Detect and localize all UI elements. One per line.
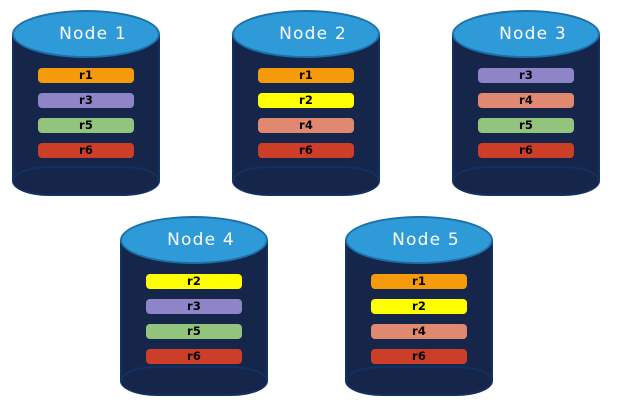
replica-bar[interactable]: r6 (258, 143, 354, 158)
replica-bar[interactable]: r2 (146, 274, 242, 289)
cylinder-top (12, 10, 160, 58)
cylinder-top (345, 216, 493, 264)
replica-bar[interactable]: r6 (146, 349, 242, 364)
node-cylinder[interactable]: Node 1 r1 r3 r5 r6 (12, 10, 160, 196)
replica-stack: r2 r3 r5 r6 (146, 274, 242, 364)
replica-bar[interactable]: r1 (258, 68, 354, 83)
replica-bar[interactable]: r2 (371, 299, 467, 314)
replica-stack: r1 r2 r4 r6 (258, 68, 354, 158)
node-label: Node 4 (167, 230, 235, 250)
replica-bar[interactable]: r4 (478, 93, 574, 108)
node-label: Node 3 (499, 24, 567, 44)
replica-bar[interactable]: r3 (38, 93, 134, 108)
cylinder-bottom (12, 166, 160, 196)
replica-bar[interactable]: r5 (146, 324, 242, 339)
node-label: Node 5 (392, 230, 460, 250)
cylinder-bottom (120, 366, 268, 396)
replica-bar[interactable]: r5 (38, 118, 134, 133)
cylinder-top (452, 10, 600, 58)
replica-stack: r1 r3 r5 r6 (38, 68, 134, 158)
replica-bar[interactable]: r1 (371, 274, 467, 289)
node-label: Node 1 (59, 24, 127, 44)
replica-bar[interactable]: r4 (258, 118, 354, 133)
replica-bar[interactable]: r6 (371, 349, 467, 364)
cylinder-bottom (345, 366, 493, 396)
replica-bar[interactable]: r4 (371, 324, 467, 339)
replica-bar[interactable]: r1 (38, 68, 134, 83)
replica-bar[interactable]: r3 (478, 68, 574, 83)
node-cylinder[interactable]: Node 5 r1 r2 r4 r6 (345, 216, 493, 396)
replica-bar[interactable]: r3 (146, 299, 242, 314)
node-cylinder[interactable]: Node 2 r1 r2 r4 r6 (232, 10, 380, 196)
cylinder-top (232, 10, 380, 58)
replica-bar[interactable]: r6 (38, 143, 134, 158)
replica-stack: r1 r2 r4 r6 (371, 274, 467, 364)
cylinder-bottom (452, 166, 600, 196)
replica-bar[interactable]: r5 (478, 118, 574, 133)
node-label: Node 2 (279, 24, 347, 44)
cylinder-top (120, 216, 268, 264)
replica-stack: r3 r4 r5 r6 (478, 68, 574, 158)
node-cylinder[interactable]: Node 3 r3 r4 r5 r6 (452, 10, 600, 196)
replica-bar[interactable]: r6 (478, 143, 574, 158)
cylinder-bottom (232, 166, 380, 196)
replica-bar[interactable]: r2 (258, 93, 354, 108)
node-cylinder[interactable]: Node 4 r2 r3 r5 r6 (120, 216, 268, 396)
